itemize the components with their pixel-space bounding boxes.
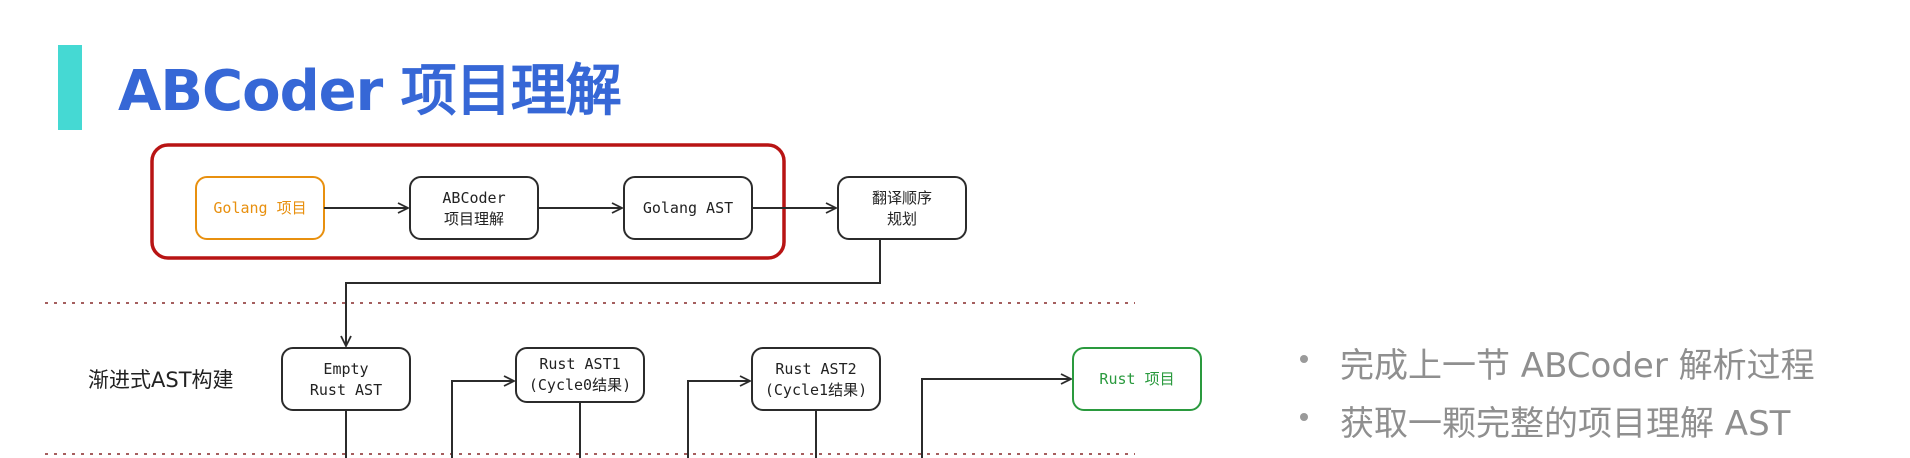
node-translation-order-line1: 翻译顺序 [872,189,932,207]
bullet-dot-icon [1300,355,1308,363]
node-translation-order: 翻译顺序 规划 [837,176,967,240]
highlight-box [150,143,786,260]
node-ast2-line2: (Cycle1结果) [765,381,867,399]
node-ast2-line1: Rust AST2 [775,360,856,378]
node-ast1-line1: Rust AST1 [539,355,620,373]
node-golang-ast: Golang AST [623,176,753,240]
node-rust-project-label: Rust 项目 [1099,370,1174,388]
title-accent-bar [58,45,82,130]
arrow-into-ast2 [687,381,750,458]
node-abcoder: ABCoder 项目理解 [409,176,539,240]
bullet-item: 完成上一节 ABCoder 解析过程 [1300,338,1815,396]
node-ast1-line2: (Cycle0结果) [529,376,631,394]
bullet-text: 完成上一节 ABCoder 解析过程 [1340,346,1815,386]
node-rust-ast1: Rust AST1 (Cycle0结果) [515,347,645,403]
bullet-list: 完成上一节 ABCoder 解析过程 获取一颗完整的项目理解 AST [1300,338,1815,454]
arrow-order-to-empty [346,239,881,346]
node-rust-ast2: Rust AST2 (Cycle1结果) [751,347,881,411]
node-golang-project: Golang 项目 [195,176,325,240]
node-golang-project-label: Golang 项目 [213,199,306,217]
arrow-into-ast1 [451,381,514,458]
node-empty-rust-ast: Empty Rust AST [281,347,411,411]
node-abcoder-line1: ABCoder [442,189,505,207]
bullet-text: 获取一颗完整的项目理解 AST [1340,404,1791,444]
page-title: ABCoder 项目理解 [118,59,622,124]
node-rust-project: Rust 项目 [1072,347,1202,411]
node-translation-order-line2: 规划 [887,210,917,228]
bullet-dot-icon [1300,413,1308,421]
node-empty-line1: Empty [323,360,368,378]
progressive-ast-label: 渐进式AST构建 [88,368,234,392]
node-abcoder-line2: 项目理解 [444,210,504,228]
node-empty-line2: Rust AST [310,381,382,399]
arrow-into-rust-project [921,379,1071,458]
bullet-item: 获取一颗完整的项目理解 AST [1300,396,1815,454]
node-golang-ast-label: Golang AST [643,199,733,217]
